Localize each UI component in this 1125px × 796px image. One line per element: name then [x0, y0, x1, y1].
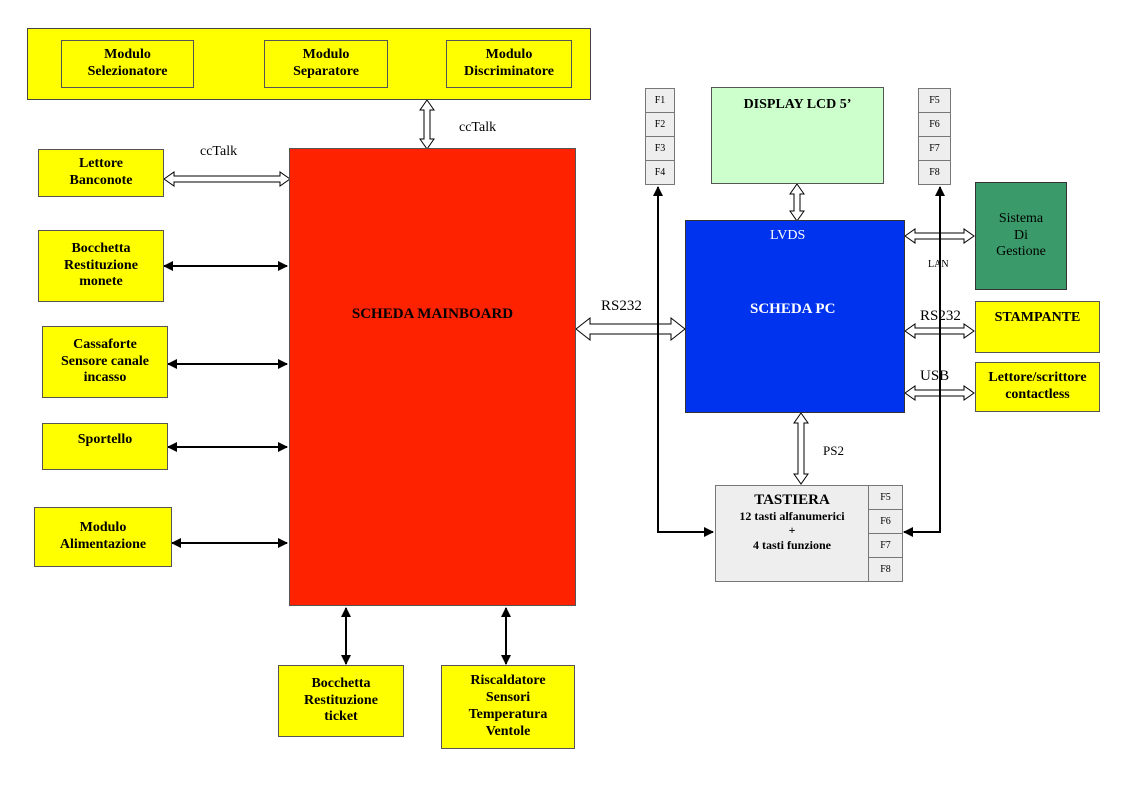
- label-rs232-printer: RS232: [920, 308, 961, 324]
- lettore-scrittore-contactless: Lettore/scrittore contactless: [975, 362, 1100, 412]
- label-lan: LAN: [928, 259, 949, 270]
- fkey-f3: F3: [645, 136, 675, 161]
- tastiera-line2: +: [788, 523, 796, 538]
- fkey-f5-keyboard: F5: [868, 485, 903, 510]
- wire-f1f4-tastiera: [653, 186, 714, 537]
- fkey-f5-top: F5: [918, 88, 951, 113]
- fkey-f8-keyboard: F8: [868, 557, 903, 582]
- wire-f5f8-tastiera: [903, 186, 945, 537]
- scheda-pc: [685, 220, 905, 413]
- bocchetta-restituzione-ticket: Bocchetta Restituzione ticket: [278, 665, 404, 737]
- fkey-f7-top: F7: [918, 136, 951, 161]
- stampante: STAMPANTE: [975, 301, 1100, 353]
- label-usb: USB: [920, 368, 950, 384]
- scheda-pc-title: SCHEDA PC: [750, 301, 836, 317]
- tastiera-text: TASTIERA 12 tasti alfanumerici + 4 tasti…: [716, 491, 868, 552]
- label-cctalk-top: ccTalk: [459, 120, 497, 135]
- riscaldatore-sensori: Riscaldatore Sensori Temperatura Ventole: [441, 665, 575, 749]
- label-ps2: PS2: [823, 443, 844, 458]
- label-cctalk-left: ccTalk: [200, 144, 238, 159]
- tastiera-title: TASTIERA: [754, 492, 830, 508]
- arrow-mainboard-pc: [575, 316, 686, 342]
- display-lcd: DISPLAY LCD 5’: [711, 87, 884, 184]
- cassaforte-sensore: Cassaforte Sensore canale incasso: [42, 326, 168, 398]
- fkey-f6-keyboard: F6: [868, 509, 903, 534]
- tastiera-line1: 12 tasti alfanumerici: [739, 509, 845, 523]
- tastiera-line3: 4 tasti funzione: [753, 537, 831, 552]
- fkey-f4: F4: [645, 160, 675, 185]
- modulo-selezionatore: Modulo Selezionatore: [61, 40, 194, 88]
- fkey-f6-top: F6: [918, 112, 951, 137]
- arrow-display-pc: [789, 183, 805, 222]
- bocchetta-restituzione-monete: Bocchetta Restituzione monete: [38, 230, 164, 302]
- scheda-mainboard: SCHEDA MAINBOARD: [289, 148, 576, 606]
- fkey-f7-keyboard: F7: [868, 533, 903, 558]
- arrow-pc-tastiera: [793, 412, 809, 485]
- fkey-f1: F1: [645, 88, 675, 113]
- modulo-separatore: Modulo Separatore: [264, 40, 388, 88]
- label-lvds: LVDS: [770, 228, 806, 243]
- arrow-modules-mainboard: [419, 99, 435, 150]
- label-rs232-main: RS232: [601, 298, 642, 314]
- sistema-di-gestione: Sistema Di Gestione: [975, 182, 1067, 290]
- sportello: Sportello: [42, 423, 168, 470]
- modulo-alimentazione: Modulo Alimentazione: [34, 507, 172, 567]
- fkey-f8-top: F8: [918, 160, 951, 185]
- fkey-f2: F2: [645, 112, 675, 137]
- modulo-discriminatore: Modulo Discriminatore: [446, 40, 572, 88]
- arrow-lettore-mainboard: [163, 171, 291, 187]
- lettore-banconote: Lettore Banconote: [38, 149, 164, 197]
